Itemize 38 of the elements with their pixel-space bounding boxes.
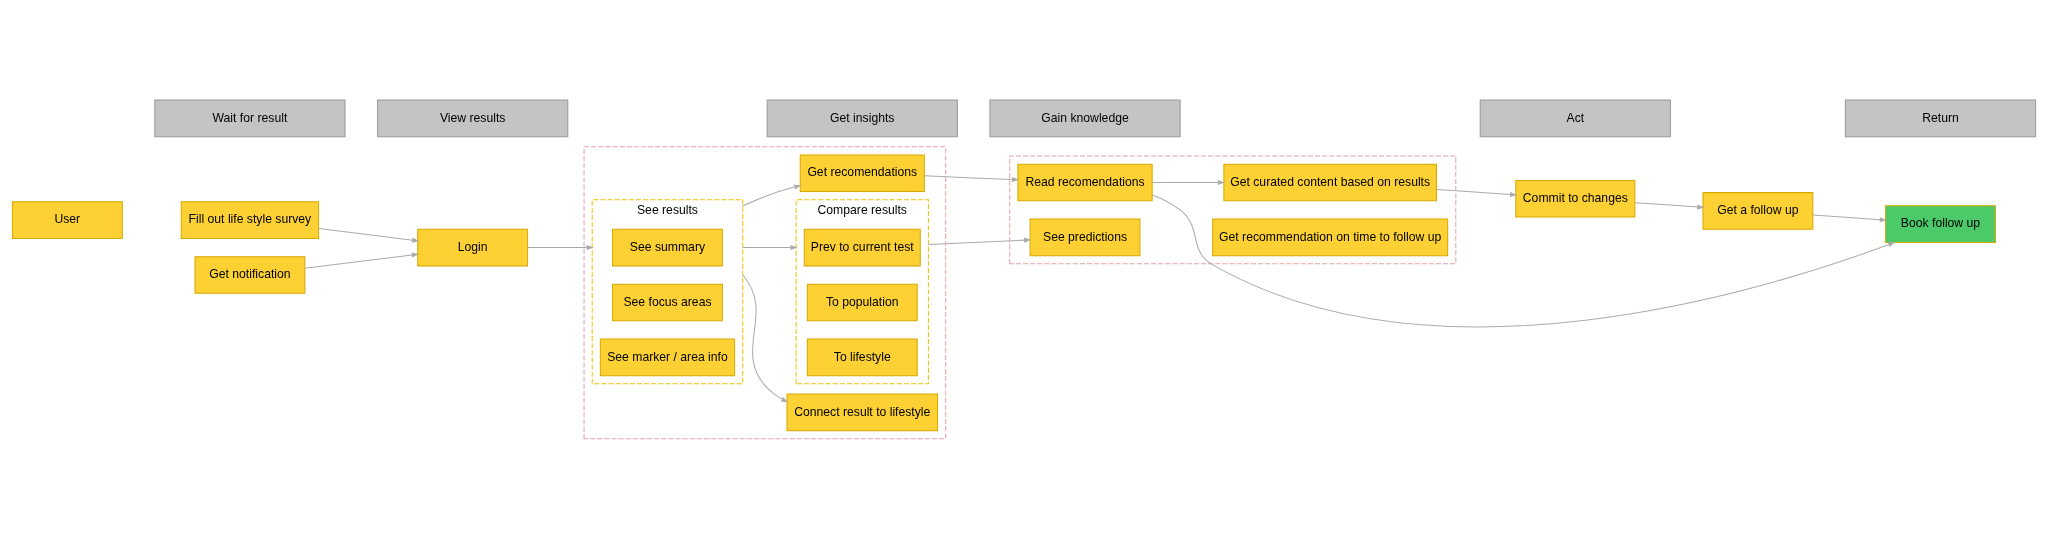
node-box: Login: [417, 228, 529, 267]
node-box: Gain knowledge: [989, 99, 1181, 138]
arrow: [318, 228, 420, 243]
node-box: Read recomendations: [1017, 163, 1153, 202]
node-box: Act: [1479, 99, 1671, 138]
arrow: [923, 175, 1020, 182]
arrow: [304, 252, 419, 269]
arrow: [1151, 179, 1226, 185]
node-box: Get recommendation on time to follow up: [1212, 218, 1449, 257]
node-box: See predictions: [1029, 218, 1141, 257]
node-box: To population: [806, 283, 918, 322]
node-box: Get curated content based on results: [1223, 163, 1437, 202]
arrow: [1436, 189, 1518, 197]
node-box: Return: [1844, 99, 2037, 138]
node-box: See focus areas: [612, 283, 723, 322]
arrow: [742, 184, 802, 207]
arrow: [1812, 214, 1887, 223]
node-box: View results: [377, 99, 569, 138]
arrow: [742, 274, 789, 403]
arrow: [927, 237, 1032, 246]
node-box: Wait for result: [154, 99, 346, 138]
node-box: User: [11, 201, 123, 239]
arrow: [1634, 202, 1705, 210]
node-box: Get notification: [194, 256, 306, 294]
node-box: Get insights: [766, 99, 958, 138]
node-box: To lifestyle: [806, 338, 918, 377]
node-box: Commit to changes: [1515, 179, 1636, 218]
node-box: Book follow up: [1885, 205, 1996, 243]
node-box: Fill out life style survey: [180, 201, 320, 239]
node-box: Get a follow up: [1702, 192, 1814, 230]
node-box: Get recomendations: [799, 154, 925, 193]
node-box: See summary: [612, 228, 723, 267]
node-box: Prev to current test: [803, 228, 921, 267]
node-box: See marker / area info: [599, 338, 736, 377]
arrow: [742, 245, 798, 251]
arrow: [1151, 194, 1896, 328]
node-box: Connect result to lifestyle: [786, 393, 939, 432]
arrow: [527, 245, 594, 251]
